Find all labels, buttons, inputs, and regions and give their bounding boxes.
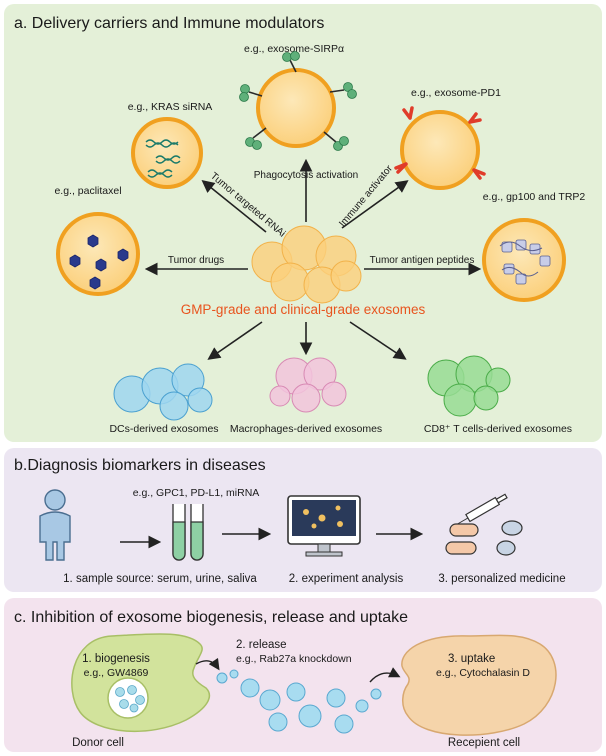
label-uptake-eg: e.g., Cytochalasin D bbox=[436, 667, 530, 679]
test-tubes-icon bbox=[172, 504, 204, 561]
label-step1: 1. sample source: serum, urine, saliva bbox=[63, 573, 257, 585]
label-recipient: Recepient cell bbox=[448, 737, 520, 749]
label-tumor-drugs: Tumor drugs bbox=[168, 255, 224, 266]
label-step2: 2. experiment analysis bbox=[289, 573, 404, 585]
arrow-release bbox=[195, 657, 220, 671]
label-antigen: Tumor antigen peptides bbox=[370, 255, 475, 266]
recipient-cell bbox=[401, 634, 557, 736]
label-phagocytosis: Phagocytosis activation bbox=[254, 170, 359, 181]
center-label: GMP-grade and clinical-grade exosomes bbox=[181, 302, 426, 317]
arrow-cd8 bbox=[349, 321, 407, 360]
donor-cell bbox=[71, 633, 211, 733]
person-icon bbox=[39, 489, 71, 561]
exosome-sirpa bbox=[239, 51, 357, 151]
exosome-pd1 bbox=[394, 106, 486, 190]
label-kras: e.g., KRAS siRNA bbox=[128, 101, 213, 113]
arrow-immune bbox=[341, 180, 409, 229]
label-biogenesis-eg: e.g., GW4869 bbox=[84, 667, 149, 679]
arrow-rnai bbox=[201, 179, 267, 233]
label-paclitaxel: e.g., paclitaxel bbox=[54, 185, 121, 197]
label-markers: e.g., GPC1, PD-L1, miRNA bbox=[133, 487, 260, 499]
cd8-exosome-cluster bbox=[427, 355, 511, 417]
label-uptake: 3. uptake bbox=[448, 653, 495, 665]
label-macrophage: Macrophages-derived exosomes bbox=[230, 423, 382, 435]
macrophage-exosome-cluster bbox=[269, 357, 347, 413]
panel-a-title: a. Delivery carriers and Immune modulato… bbox=[14, 15, 324, 32]
label-sirpa: e.g., exosome-SIRPα bbox=[244, 43, 344, 55]
label-biogenesis: 1. biogenesis bbox=[82, 653, 150, 665]
label-cd8: CD8⁺ T cells-derived exosomes bbox=[424, 423, 572, 435]
label-gp100: e.g., gp100 and TRP2 bbox=[483, 191, 586, 203]
label-release: 2. release bbox=[236, 639, 287, 651]
arrow-dc bbox=[207, 321, 263, 360]
dc-exosome-cluster bbox=[113, 363, 213, 421]
panel-b-title: b.Diagnosis biomarkers in diseases bbox=[14, 457, 266, 474]
label-donor: Donor cell bbox=[72, 737, 124, 749]
monitor-icon bbox=[287, 495, 361, 557]
released-exosomes bbox=[216, 669, 382, 734]
central-exosome-cluster bbox=[251, 225, 362, 304]
exosome-gp100-trp2 bbox=[482, 218, 566, 302]
panel-c-title: c. Inhibition of exosome biogenesis, rel… bbox=[14, 609, 408, 626]
label-step3: 3. personalized medicine bbox=[438, 573, 565, 585]
exosome-paclitaxel bbox=[56, 212, 140, 296]
pills-icon bbox=[445, 520, 523, 556]
exosome-kras-sirna bbox=[131, 117, 203, 189]
label-pd1: e.g., exosome-PD1 bbox=[411, 87, 501, 99]
syringe-icon bbox=[455, 493, 508, 526]
label-dc: DCs-derived exosomes bbox=[109, 423, 218, 435]
label-release-eg: e.g., Rab27a knockdown bbox=[236, 653, 352, 665]
arrow-uptake bbox=[369, 667, 401, 683]
